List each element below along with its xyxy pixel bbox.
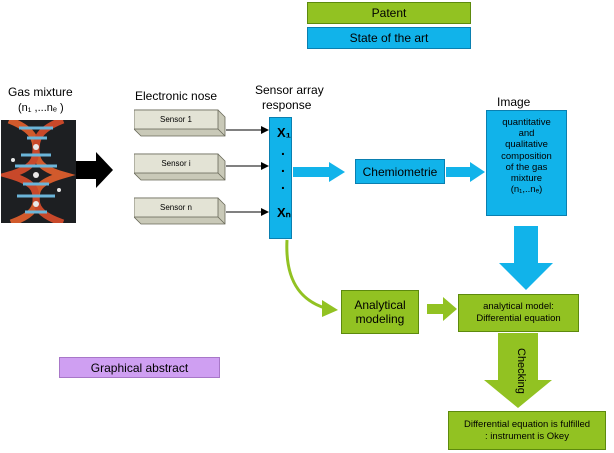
sensor-array-dot-3: . bbox=[281, 176, 285, 192]
analytical-modeling-box: Analytical modeling bbox=[341, 290, 419, 334]
chemiometrie-box: Chemiometrie bbox=[355, 159, 445, 184]
sensor-array-dot-2: . bbox=[281, 159, 285, 175]
chemiometrie-to-image-arrow bbox=[446, 162, 485, 182]
result-box: Differential equation is fulfilled : ins… bbox=[448, 411, 606, 450]
analytical-modeling-line1: Analytical bbox=[354, 298, 406, 312]
analytical-model-box: analytical model: Differential equation bbox=[458, 294, 579, 332]
sensor-n-block bbox=[134, 197, 226, 225]
legend-graphical-abstract-label: Graphical abstract bbox=[90, 360, 189, 375]
image-line-6: mixture bbox=[510, 173, 543, 185]
legend-state-of-the-art: State of the art bbox=[307, 27, 471, 49]
sensor-array-xn: Xₙ bbox=[277, 205, 291, 220]
sensor-i-block bbox=[134, 153, 226, 181]
gas-to-nose-arrow bbox=[76, 152, 113, 188]
dna-helix-icon bbox=[1, 120, 76, 223]
image-to-model-arrow bbox=[499, 226, 553, 290]
image-line-5: of the gas bbox=[505, 161, 548, 173]
result-line2: : instrument is Okey bbox=[485, 430, 569, 442]
analytical-model-line2: Differential equation bbox=[476, 313, 561, 324]
electronic-nose-title: Electronic nose bbox=[135, 89, 218, 103]
analytical-modeling-line2: modeling bbox=[355, 312, 405, 326]
legend-patent-label: Patent bbox=[371, 6, 407, 20]
sensor-array-x1: X₁ bbox=[277, 125, 292, 140]
image-line-2: and bbox=[518, 128, 535, 140]
array-to-chemiometrie-arrow bbox=[293, 162, 345, 182]
image-line-1: quantitative bbox=[502, 117, 551, 128]
chemiometrie-label: Chemiometrie bbox=[362, 164, 438, 179]
image-box: quantitative and qualitative composition… bbox=[486, 110, 567, 216]
image-title: Image bbox=[497, 95, 531, 109]
image-line-7: (n₁,..nₑ) bbox=[510, 184, 543, 196]
legend-graphical-abstract: Graphical abstract bbox=[59, 357, 220, 378]
sensor-n-label: Sensor n bbox=[159, 203, 193, 212]
sensor-i-label: Sensor i bbox=[161, 159, 191, 168]
sensor-array-dot-1: . bbox=[281, 142, 285, 158]
sensor-array-title-line2: response bbox=[262, 98, 312, 112]
legend-state-of-the-art-label: State of the art bbox=[349, 31, 429, 45]
array-to-modeling-arrowhead bbox=[322, 300, 338, 317]
sensor-1-label: Sensor 1 bbox=[159, 115, 193, 124]
gas-mixture-title: Gas mixture bbox=[8, 85, 73, 99]
model-to-result-arrow bbox=[484, 333, 552, 408]
sensor-array-column bbox=[269, 117, 292, 239]
checking-label: Checking bbox=[515, 348, 527, 394]
image-line-3: qualitative bbox=[505, 139, 548, 151]
array-to-modeling-curve bbox=[285, 239, 326, 310]
legend-patent: Patent bbox=[307, 2, 471, 24]
analytical-model-line1: analytical model: bbox=[483, 301, 554, 312]
sensor-1-block bbox=[134, 109, 226, 137]
gas-mixture-composition: (n₁ ,...nₑ ) bbox=[18, 102, 64, 114]
sensor-to-array-arrows bbox=[226, 126, 269, 216]
sensor-blocks bbox=[134, 109, 226, 225]
image-line-4: composition bbox=[501, 150, 552, 162]
gas-mixture-dna-image bbox=[1, 120, 76, 223]
modeling-to-model-arrow bbox=[427, 297, 457, 321]
sensor-array-title-line1: Sensor array bbox=[255, 83, 324, 97]
result-line1: Differential equation is fulfilled bbox=[463, 418, 591, 430]
